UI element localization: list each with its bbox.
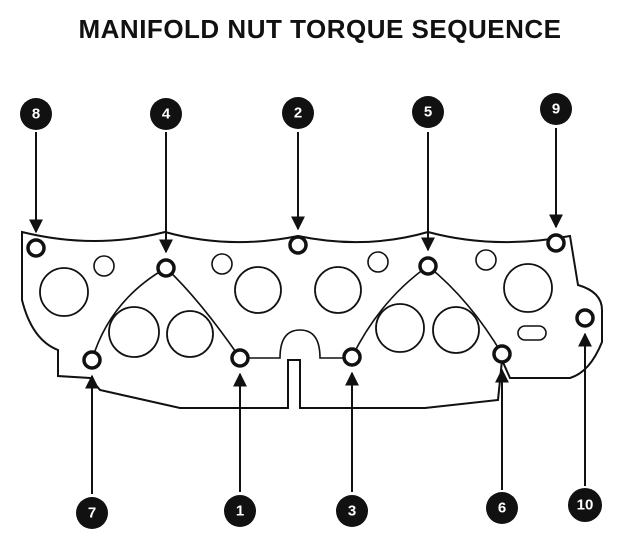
callout-9: 9 [540,93,572,125]
callout-label-10: 10 [577,497,594,514]
callout-4: 4 [150,98,182,130]
diagram-title: MANIFOLD NUT TORQUE SEQUENCE [78,14,562,44]
small-hole [211,253,233,275]
small-hole [367,251,389,273]
gasket-slot [517,325,547,341]
leader-arrows [29,128,592,494]
callout-7: 7 [76,497,108,529]
stud-hole-5 [418,256,438,276]
callout-label-6: 6 [498,500,506,517]
callout-5: 5 [412,96,444,128]
callout-1: 1 [224,495,256,527]
stud-hole-7 [82,350,102,370]
stud-hole-1 [230,348,250,368]
callout-label-3: 3 [348,503,356,520]
stud-hole-3 [342,347,362,367]
callout-label-5: 5 [424,104,432,121]
callout-3: 3 [336,495,368,527]
stud-hole-9 [546,233,566,253]
callout-label-9: 9 [552,101,560,118]
callout-label-1: 1 [236,503,244,520]
port-hole [108,306,160,358]
callout-label-8: 8 [32,106,40,123]
port-outline-right [351,264,503,358]
stud-hole-6 [492,344,512,364]
callout-label-4: 4 [162,106,171,123]
port-hole [503,263,553,313]
callout-label-7: 7 [88,505,96,522]
port-hole [314,266,362,314]
port-hole [432,306,480,354]
stud-hole-10 [575,308,595,328]
port-hole [39,267,89,317]
stud-hole-2 [288,235,308,255]
callout-8: 8 [20,98,52,130]
callout-2: 2 [282,97,314,129]
port-hole [375,303,425,353]
small-holes [93,249,497,277]
callout-10: 10 [568,488,602,522]
center-notch [240,329,352,359]
stud-hole-4 [156,258,176,278]
stud-holes [26,233,595,370]
port-hole [166,310,214,358]
port-holes [39,263,553,358]
stud-hole-8 [26,238,46,258]
small-hole [475,249,497,271]
port-hole [234,266,282,314]
small-hole [93,255,115,277]
callout-label-2: 2 [294,105,302,122]
gasket-outline [21,230,603,409]
callout-6: 6 [486,492,518,524]
